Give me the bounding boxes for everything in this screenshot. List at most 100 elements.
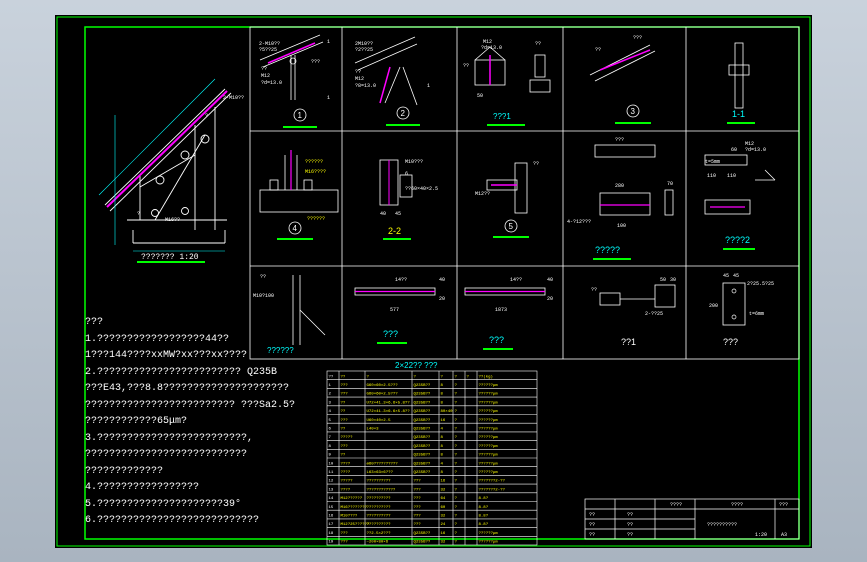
note-line: ??? xyxy=(85,317,104,328)
svg-text:M16??: M16?? xyxy=(165,217,180,223)
bom-cell: Q235B?? xyxy=(414,445,431,449)
bom-cell: M10???? xyxy=(341,515,358,519)
svg-text:??: ?? xyxy=(589,522,595,528)
bom-cell: ??2.5×2??? xyxy=(367,531,392,536)
bom-cell: Q235B?? xyxy=(414,454,431,458)
svg-text:60: 60 xyxy=(731,147,737,153)
svg-text:50: 50 xyxy=(660,277,666,283)
bom-cell: ??? xyxy=(341,419,349,423)
drawing-sheet: 2-M10??? M16??? ??????? 1:20 2-M10???5??… xyxy=(55,15,812,548)
svg-text:??: ?? xyxy=(627,522,633,528)
bom-cell: 8 xyxy=(441,471,444,475)
svg-text:2-M10??: 2-M10?? xyxy=(259,41,280,47)
svg-text:??: ?? xyxy=(261,66,267,72)
bom-cell: 19 xyxy=(329,541,334,545)
svg-text:????: ???? xyxy=(731,502,743,508)
bom-cell: ? xyxy=(455,462,458,466)
bom-cell: ? xyxy=(455,480,458,484)
svg-text:100: 100 xyxy=(617,223,626,229)
note-line: ???E43,???8.8????????????????????? xyxy=(85,383,290,394)
detail-grid xyxy=(249,26,800,360)
svg-text:1873: 1873 xyxy=(495,307,507,313)
title-block: ???? ???? ??? ?????????? ?? ?? ?? ?? ?? … xyxy=(584,498,800,540)
bom-cell: M12?25?????? xyxy=(341,523,370,527)
bom-cell: 32 xyxy=(441,488,446,492)
bom-cell: ? xyxy=(455,541,458,545)
bom-cell: ????? xyxy=(341,436,354,440)
svg-text:2×22?? ???: 2×22?? ??? xyxy=(395,361,438,370)
note-line: ????????????????????????? ???Sa2.5? xyxy=(85,399,296,411)
detail-5: 1-1 xyxy=(727,42,755,124)
bom-cell: 8.8? xyxy=(479,497,489,501)
svg-text:1-1: 1-1 xyxy=(732,109,745,119)
bom-cell: 8.8? xyxy=(479,523,489,527)
svg-text:?: ? xyxy=(137,211,140,217)
bom-cell: 12 xyxy=(329,480,334,484)
bom-cell: ???? xyxy=(341,488,351,492)
main-truss-elevation: 2-M10??? M16??? ??????? 1:20 xyxy=(98,78,244,263)
bom-cell: ??? xyxy=(341,384,349,388)
bom-cell: ??????μm xyxy=(479,462,499,466)
svg-text:2-M10??: 2-M10?? xyxy=(223,95,244,101)
bom-cell: ???????????? xyxy=(367,488,396,492)
bom-cell: ???????2-?? xyxy=(479,480,506,484)
svg-text:M12: M12 xyxy=(261,73,270,79)
bom-cell: ??? xyxy=(341,393,349,397)
note-line: ??????????????????????????? xyxy=(85,449,248,460)
bom-cell: 8 xyxy=(329,445,332,449)
bom-cell: 4 xyxy=(441,428,444,432)
bom-cell: Q235B?? xyxy=(414,410,431,414)
bom-header-cell: ??(kg) xyxy=(479,374,493,379)
svg-text:?????: ????? xyxy=(595,245,620,255)
svg-text:30: 30 xyxy=(670,277,676,283)
bom-header-cell: ? xyxy=(367,375,370,379)
svg-text:???: ??? xyxy=(779,502,788,508)
svg-text:2-2: 2-2 xyxy=(388,226,401,236)
bom-cell: Q235B?? xyxy=(414,436,431,440)
svg-text:6: 6 xyxy=(405,171,408,177)
bom-cell: Q235B?? xyxy=(414,462,431,466)
note-line: 6.??????????????????????????? xyxy=(85,515,260,526)
svg-text:M12: M12 xyxy=(483,39,492,45)
svg-text:??: ?? xyxy=(535,41,541,47)
bom-cell: 8.8? xyxy=(479,506,489,510)
bom-cell: ???? xyxy=(341,462,351,466)
svg-text:3: 3 xyxy=(631,107,636,116)
bom-cell: 64 xyxy=(441,497,446,501)
bom-cell: ? xyxy=(455,471,458,475)
bom-cell: ? xyxy=(455,436,458,440)
bom-cell: ??????μm xyxy=(479,471,499,475)
bom-cell: ?????????? xyxy=(367,497,392,501)
svg-text:1:20: 1:20 xyxy=(755,532,767,538)
bom-cell: 7 xyxy=(329,436,332,440)
bom-cell: G60×60×2.5??? xyxy=(367,383,399,388)
bom-cell: L63×63×6??? xyxy=(367,470,394,475)
bom-cell: 1 xyxy=(329,384,332,388)
svg-text:1: 1 xyxy=(427,83,430,89)
svg-text:M10???: M10??? xyxy=(405,159,423,165)
svg-text:M12??: M12?? xyxy=(475,191,490,197)
svg-text:45: 45 xyxy=(733,273,739,279)
bom-cell: ??? xyxy=(414,480,422,484)
svg-text:?d=13.0: ?d=13.0 xyxy=(481,45,502,51)
bom-cell: U72×41.3×6.6×5.8?? xyxy=(367,409,411,414)
svg-text:1: 1 xyxy=(327,95,330,101)
bom-cell: ??????μm xyxy=(479,384,499,388)
svg-text:??: ?? xyxy=(463,63,469,69)
bom-cell: 16 xyxy=(441,480,446,484)
bom-cell: Q235B?? xyxy=(414,393,431,397)
bom-cell: 16 xyxy=(441,419,446,423)
svg-text:???: ??? xyxy=(723,337,738,347)
bom-cell: ??? xyxy=(414,523,422,527)
svg-text:??: ?? xyxy=(589,512,595,518)
note-line: 3.?????????????????????????, xyxy=(85,432,254,444)
bom-cell: 8.8? xyxy=(479,515,489,519)
bom-cell: ??????μm xyxy=(479,532,499,536)
bom-cell: ??? xyxy=(414,497,422,501)
svg-text:???1: ???1 xyxy=(493,112,511,121)
bom-cell: ?? xyxy=(341,454,346,458)
